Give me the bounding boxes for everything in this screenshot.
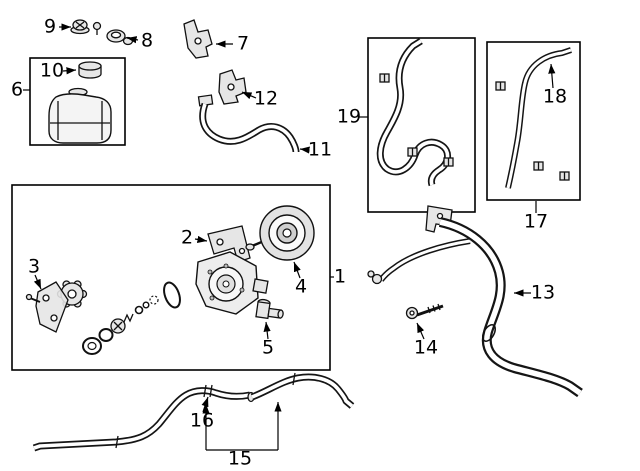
hose-19 (376, 38, 454, 187)
hose-clamp-icon (203, 384, 213, 398)
callout-14[interactable]: 14 (413, 336, 439, 359)
hose-15 (247, 372, 355, 409)
reservoir-cap-10 (78, 61, 102, 79)
callout-18[interactable]: 18 (542, 85, 568, 108)
hose-group-box-17 (486, 41, 581, 201)
callout-1[interactable]: 1 (333, 265, 347, 288)
hose-16 (32, 384, 251, 452)
callout-19[interactable]: 19 (336, 105, 362, 128)
pump-body (195, 251, 269, 315)
hose-group-box-19 (367, 37, 476, 213)
fitting-5 (255, 298, 284, 320)
callout-5[interactable]: 5 (261, 336, 275, 359)
cap-part-9 (70, 19, 90, 35)
callout-3[interactable]: 3 (27, 255, 41, 278)
leader-lines (23, 23, 556, 451)
callout-8[interactable]: 8 (140, 29, 154, 52)
callout-15[interactable]: 15 (227, 447, 253, 470)
hose-13 (367, 205, 583, 398)
hose-clip-icon (379, 73, 454, 167)
bracket-7 (183, 19, 213, 59)
bracket-12 (218, 69, 247, 105)
bolt-14 (405, 303, 444, 320)
hose-11 (197, 94, 300, 153)
valve-part (92, 21, 102, 35)
callout-13[interactable]: 13 (530, 281, 556, 304)
hose-clip-icon (495, 81, 570, 181)
callout-2[interactable]: 2 (180, 226, 194, 249)
callout-7[interactable]: 7 (236, 32, 250, 55)
callout-6[interactable]: 6 (10, 78, 24, 101)
callout-4[interactable]: 4 (294, 275, 308, 298)
callout-12[interactable]: 12 (253, 87, 279, 110)
pulley-4 (245, 205, 315, 261)
hose-18 (495, 47, 572, 189)
callout-11[interactable]: 11 (307, 138, 333, 161)
callout-10[interactable]: 10 (39, 59, 65, 82)
seal-kit-parts (82, 281, 181, 355)
callout-17[interactable]: 17 (523, 210, 549, 233)
reservoir-group-box (29, 57, 126, 146)
callout-16[interactable]: 16 (189, 409, 215, 432)
callout-9[interactable]: 9 (43, 15, 57, 38)
grommet-part-8 (106, 29, 134, 46)
reservoir-6 (48, 87, 112, 144)
bracket-3 (25, 280, 88, 333)
